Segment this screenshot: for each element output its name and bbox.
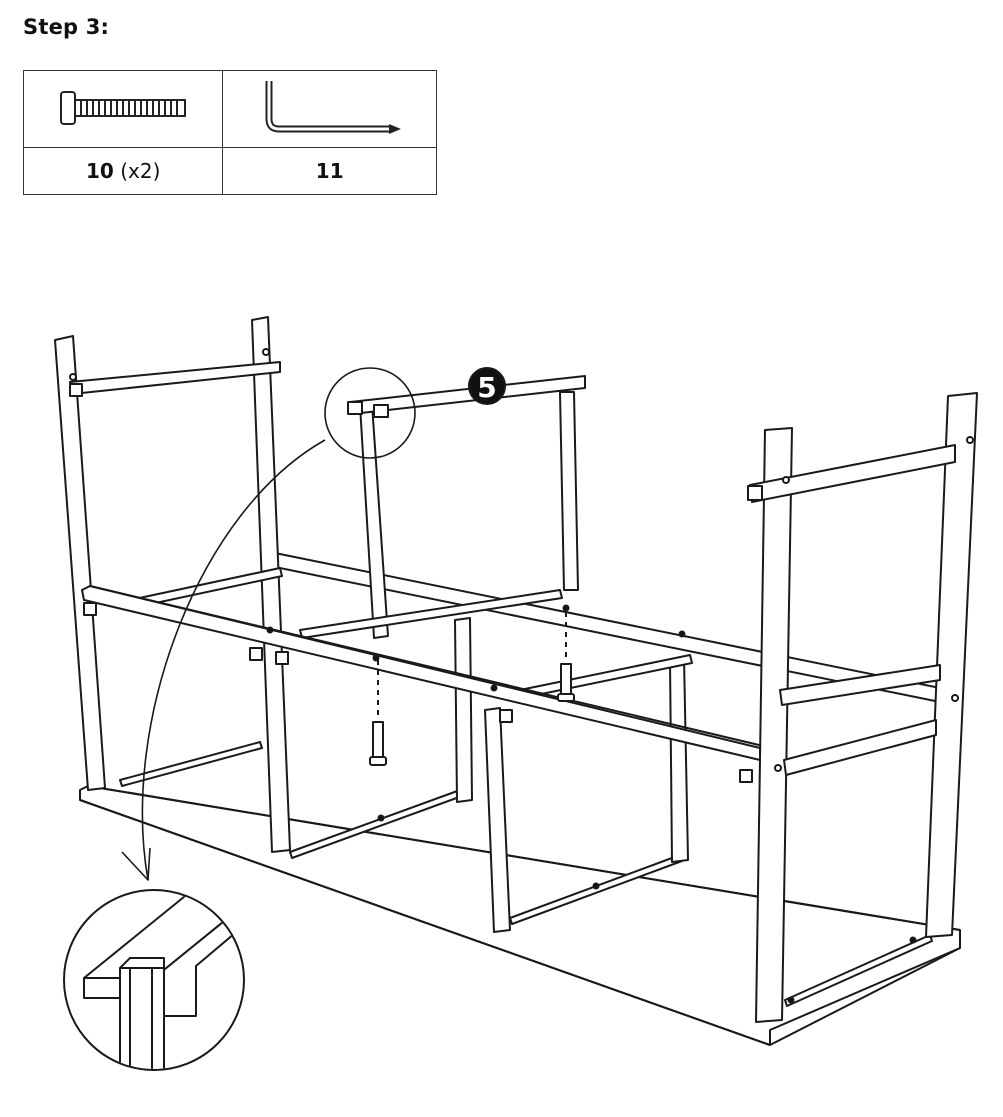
shelf-frame-illustration: 5 — [54, 316, 978, 1071]
part-cell-allen-key — [222, 70, 437, 148]
part-number: 10 — [86, 159, 114, 183]
part-number: 11 — [315, 159, 344, 183]
step-title: Step 3: — [23, 15, 110, 39]
allen-key-icon — [265, 81, 401, 134]
callout-arrow-icon — [141, 439, 326, 881]
detail-magnifier-icon — [63, 889, 245, 1071]
part-label-allen-key: 11 — [222, 147, 437, 195]
part-multiplier: (x2) — [120, 159, 161, 183]
screw-icon — [60, 91, 187, 125]
part-label-screw: 10 (x2) — [22, 147, 224, 195]
callout-number: 5 — [477, 371, 496, 404]
part-cell-screw — [22, 70, 224, 148]
parts-table: 10 (x2) 11 — [22, 70, 437, 195]
detail-circle-small — [324, 367, 416, 459]
